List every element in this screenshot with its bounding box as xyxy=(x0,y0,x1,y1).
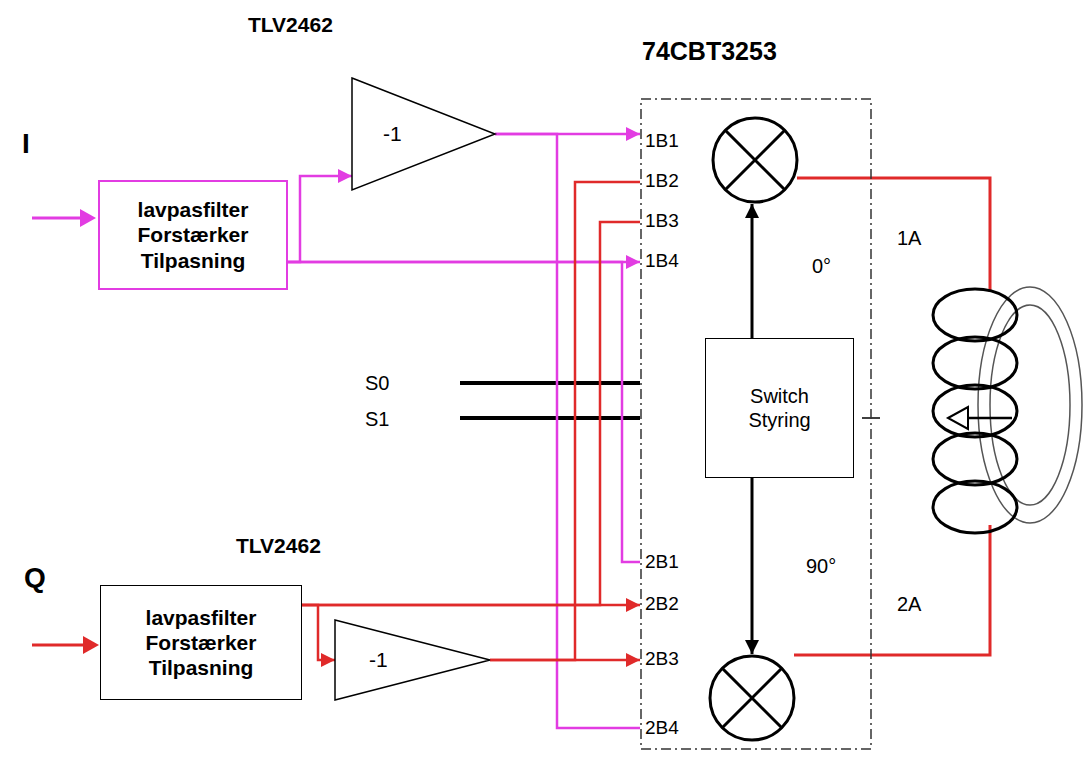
node-text: -1 xyxy=(383,121,402,146)
output-wire xyxy=(794,525,990,655)
illustration xyxy=(32,118,1082,740)
signal-wire xyxy=(288,262,640,562)
node-text: -1 xyxy=(369,647,388,672)
coil-symbol xyxy=(933,289,1017,533)
pin-name: 1B2 xyxy=(645,171,679,190)
pin-name: 1B3 xyxy=(645,211,679,230)
dashdot-border xyxy=(641,99,871,749)
amplifier-triangle xyxy=(335,620,490,700)
amplifier-triangle xyxy=(352,78,495,190)
signal-wire xyxy=(490,182,640,660)
signal-name: S0 xyxy=(365,373,389,393)
part-number: 74CBT3253 xyxy=(642,36,777,66)
node-text: Switch Styring xyxy=(726,384,833,432)
pin-name: 1B1 xyxy=(645,131,679,150)
signal-wire xyxy=(302,222,640,605)
input-wire xyxy=(32,644,86,647)
control-line xyxy=(460,381,640,385)
filter-box: lavpasfilter Forstærker Tilpasning xyxy=(98,180,288,290)
pin-name: 2B2 xyxy=(645,594,679,613)
coil-winding xyxy=(933,289,1017,341)
signal-name: Q xyxy=(24,564,46,592)
pin-name: 2B3 xyxy=(645,649,679,668)
pin-name: 2B4 xyxy=(645,718,679,737)
coil-winding xyxy=(933,337,1017,389)
inverter-amplifier: -1 xyxy=(335,620,490,700)
pin-name: 2B1 xyxy=(645,552,679,571)
mixer-symbol xyxy=(710,656,794,740)
signal-name: S1 xyxy=(365,409,389,429)
filter-box: lavpasfilter Forstærker Tilpasning xyxy=(100,585,302,700)
triangle-outline xyxy=(352,78,495,190)
coil-winding xyxy=(933,481,1017,533)
control-box: Switch Styring xyxy=(705,338,854,478)
input-arrowhead xyxy=(80,209,96,227)
coil-field xyxy=(978,287,1082,523)
tap-arrowhead xyxy=(948,407,968,429)
mixer-symbol xyxy=(713,118,797,202)
pin-name: 2A xyxy=(897,594,921,614)
signal-wire xyxy=(302,605,335,660)
node-text: lavpasfilter Forstærker Tilpasning xyxy=(108,197,278,273)
inverter-amplifier: -1 xyxy=(352,78,495,190)
phase-label: 90° xyxy=(806,556,836,576)
triangle-outline xyxy=(335,620,490,700)
tap-line xyxy=(968,417,1012,420)
coil-winding xyxy=(933,385,1017,437)
node-text: lavpasfilter Forstærker Tilpasning xyxy=(109,605,293,681)
control-arrow xyxy=(751,478,754,654)
input-arrowhead xyxy=(83,636,99,654)
connectors xyxy=(288,134,640,728)
signal-name: I xyxy=(22,130,30,158)
control-line xyxy=(460,416,640,420)
output-wire xyxy=(797,178,990,292)
coil-winding xyxy=(933,433,1017,485)
part-number: TLV2462 xyxy=(236,535,321,556)
control-arrow xyxy=(751,204,754,338)
pin-name: 1A xyxy=(897,228,921,248)
part-number: TLV2462 xyxy=(248,14,333,35)
signal-wire xyxy=(288,176,352,262)
phase-label: 0° xyxy=(812,256,831,276)
pin-name: 1B4 xyxy=(645,251,679,270)
input-wire xyxy=(32,217,84,220)
